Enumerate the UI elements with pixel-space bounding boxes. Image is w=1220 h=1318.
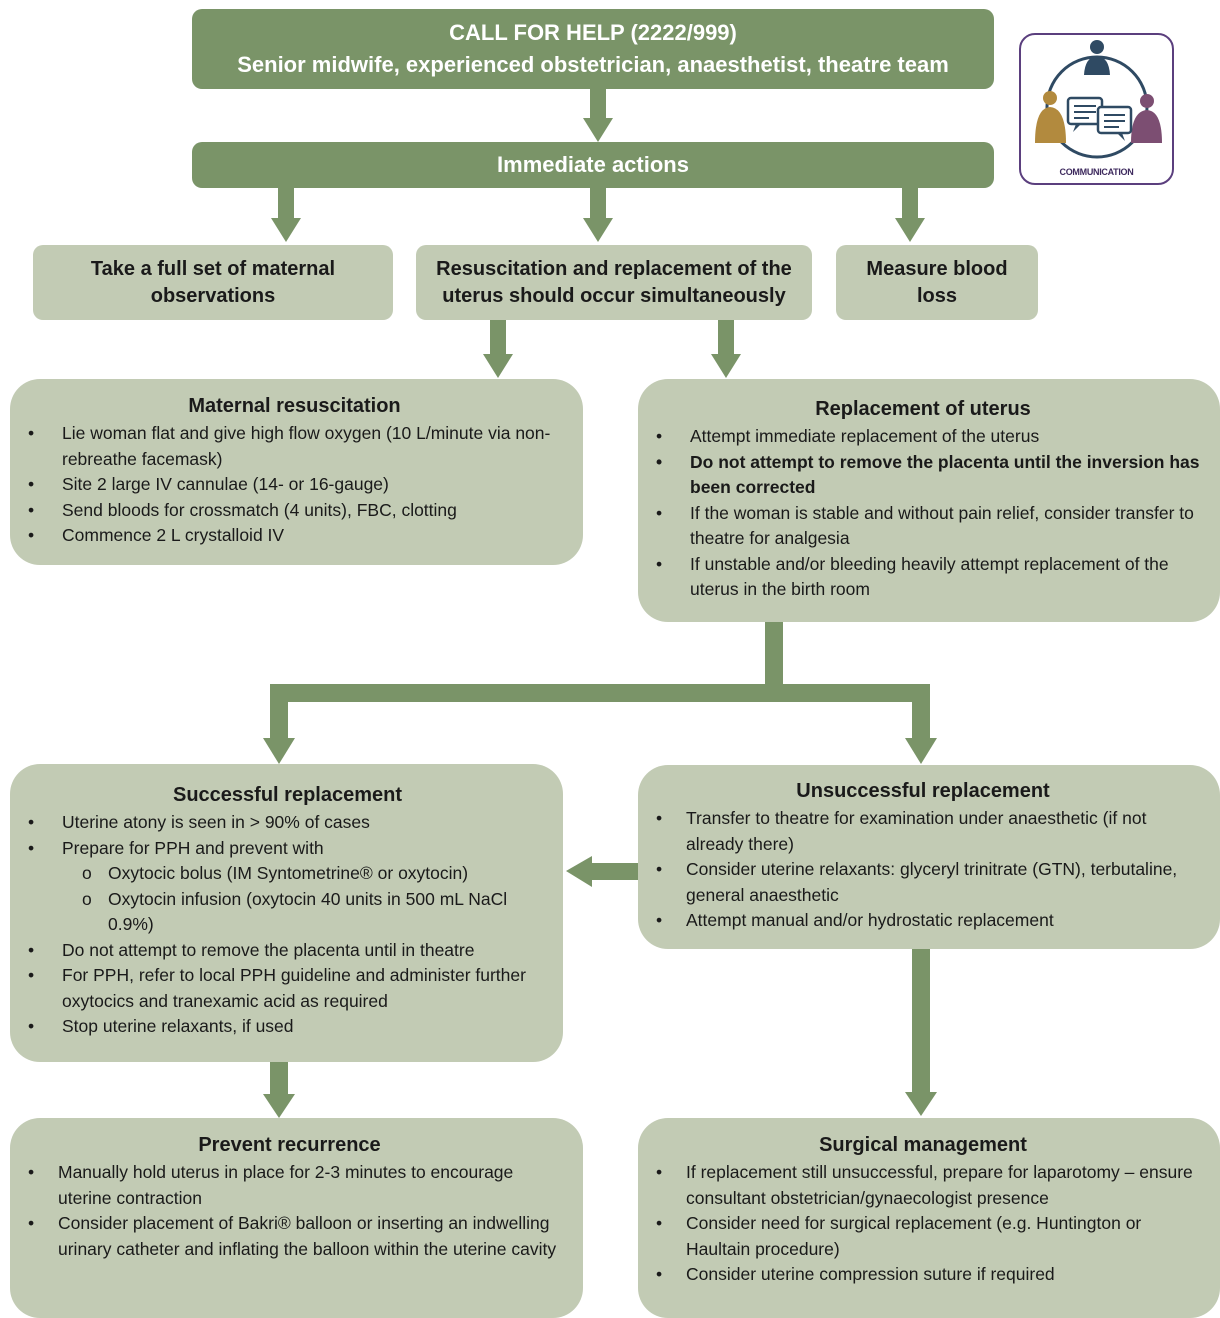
list-item: Prepare for PPH and prevent with Oxytoci… — [10, 836, 549, 938]
successful-replacement-title: Successful replacement — [173, 784, 402, 806]
immediate-actions-box: Immediate actions — [192, 142, 994, 188]
communication-logo: COMMUNICATION — [1019, 33, 1174, 185]
logo-label: COMMUNICATION — [1059, 167, 1134, 177]
maternal-resuscitation-title: Maternal resuscitation — [188, 395, 401, 417]
sub-list-item: Oxytocic bolus (IM Syntometrine® or oxyt… — [62, 861, 549, 887]
list-item: Stop uterine relaxants, if used — [10, 1014, 549, 1040]
list-item: Manually hold uterus in place for 2-3 mi… — [10, 1160, 569, 1211]
list-item: Consider uterine compression suture if r… — [638, 1262, 1208, 1288]
call-for-help-title: CALL FOR HELP (2222/999) — [449, 20, 737, 45]
list-item: Consider placement of Bakri® balloon or … — [10, 1211, 569, 1262]
surgical-management-title: Surgical management — [819, 1134, 1027, 1156]
surgical-management-box: Surgical management If replacement still… — [638, 1118, 1220, 1318]
unsuccessful-replacement-title: Unsuccessful replacement — [796, 780, 1050, 802]
list-item: For PPH, refer to local PPH guideline an… — [10, 963, 549, 1014]
immediate-actions-label: Immediate actions — [497, 152, 689, 177]
list-item: Uterine atony is seen in > 90% of cases — [10, 810, 549, 836]
sub-list-item: Oxytocin infusion (oxytocin 40 units in … — [62, 887, 549, 938]
list-item: Lie woman flat and give high flow oxygen… — [10, 421, 569, 472]
list-item: If unstable and/or bleeding heavily atte… — [638, 552, 1208, 603]
resus-replacement-label: Resuscitation and replacement of the ute… — [436, 257, 792, 307]
list-item: If the woman is stable and without pain … — [638, 501, 1208, 552]
replacement-of-uterus-title: Replacement of uterus — [815, 398, 1031, 420]
call-for-help-team: Senior midwife, experienced obstetrician… — [237, 52, 949, 77]
maternal-resuscitation-box: Maternal resuscitation Lie woman flat an… — [10, 379, 583, 565]
list-item: Attempt manual and/or hydrostatic replac… — [638, 908, 1208, 934]
measure-blood-loss-label: Measure blood loss — [866, 257, 1008, 307]
list-item: Send bloods for crossmatch (4 units), FB… — [10, 498, 569, 524]
list-item: Do not attempt to remove the placenta un… — [10, 938, 549, 964]
successful-replacement-box: Successful replacement Uterine atony is … — [10, 764, 563, 1062]
list-item: Site 2 large IV cannulae (14- or 16-gaug… — [10, 472, 569, 498]
replacement-of-uterus-box: Replacement of uterus Attempt immediate … — [638, 379, 1220, 622]
list-item: Do not attempt to remove the placenta un… — [638, 450, 1208, 501]
observations-label: Take a full set of maternal observations — [90, 257, 336, 307]
communication-icon — [1035, 40, 1162, 159]
list-item: If replacement still unsuccessful, prepa… — [638, 1160, 1208, 1211]
list-item-text: Prepare for PPH and prevent with — [62, 837, 324, 858]
call-for-help-box: CALL FOR HELP (2222/999) Senior midwife,… — [192, 9, 994, 89]
prevent-recurrence-box: Prevent recurrence Manually hold uterus … — [10, 1118, 583, 1318]
list-item: Attempt immediate replacement of the ute… — [638, 424, 1208, 450]
resus-replacement-box: Resuscitation and replacement of the ute… — [416, 245, 812, 320]
prevent-recurrence-title: Prevent recurrence — [198, 1134, 381, 1156]
list-item: Transfer to theatre for examination unde… — [638, 806, 1208, 857]
observations-box: Take a full set of maternal observations — [33, 245, 393, 320]
list-item: Consider uterine relaxants: glyceryl tri… — [638, 857, 1208, 908]
measure-blood-loss-box: Measure blood loss — [836, 245, 1038, 320]
list-item: Consider need for surgical replacement (… — [638, 1211, 1208, 1262]
unsuccessful-replacement-box: Unsuccessful replacement Transfer to the… — [638, 765, 1220, 949]
list-item: Commence 2 L crystalloid IV — [10, 523, 569, 549]
